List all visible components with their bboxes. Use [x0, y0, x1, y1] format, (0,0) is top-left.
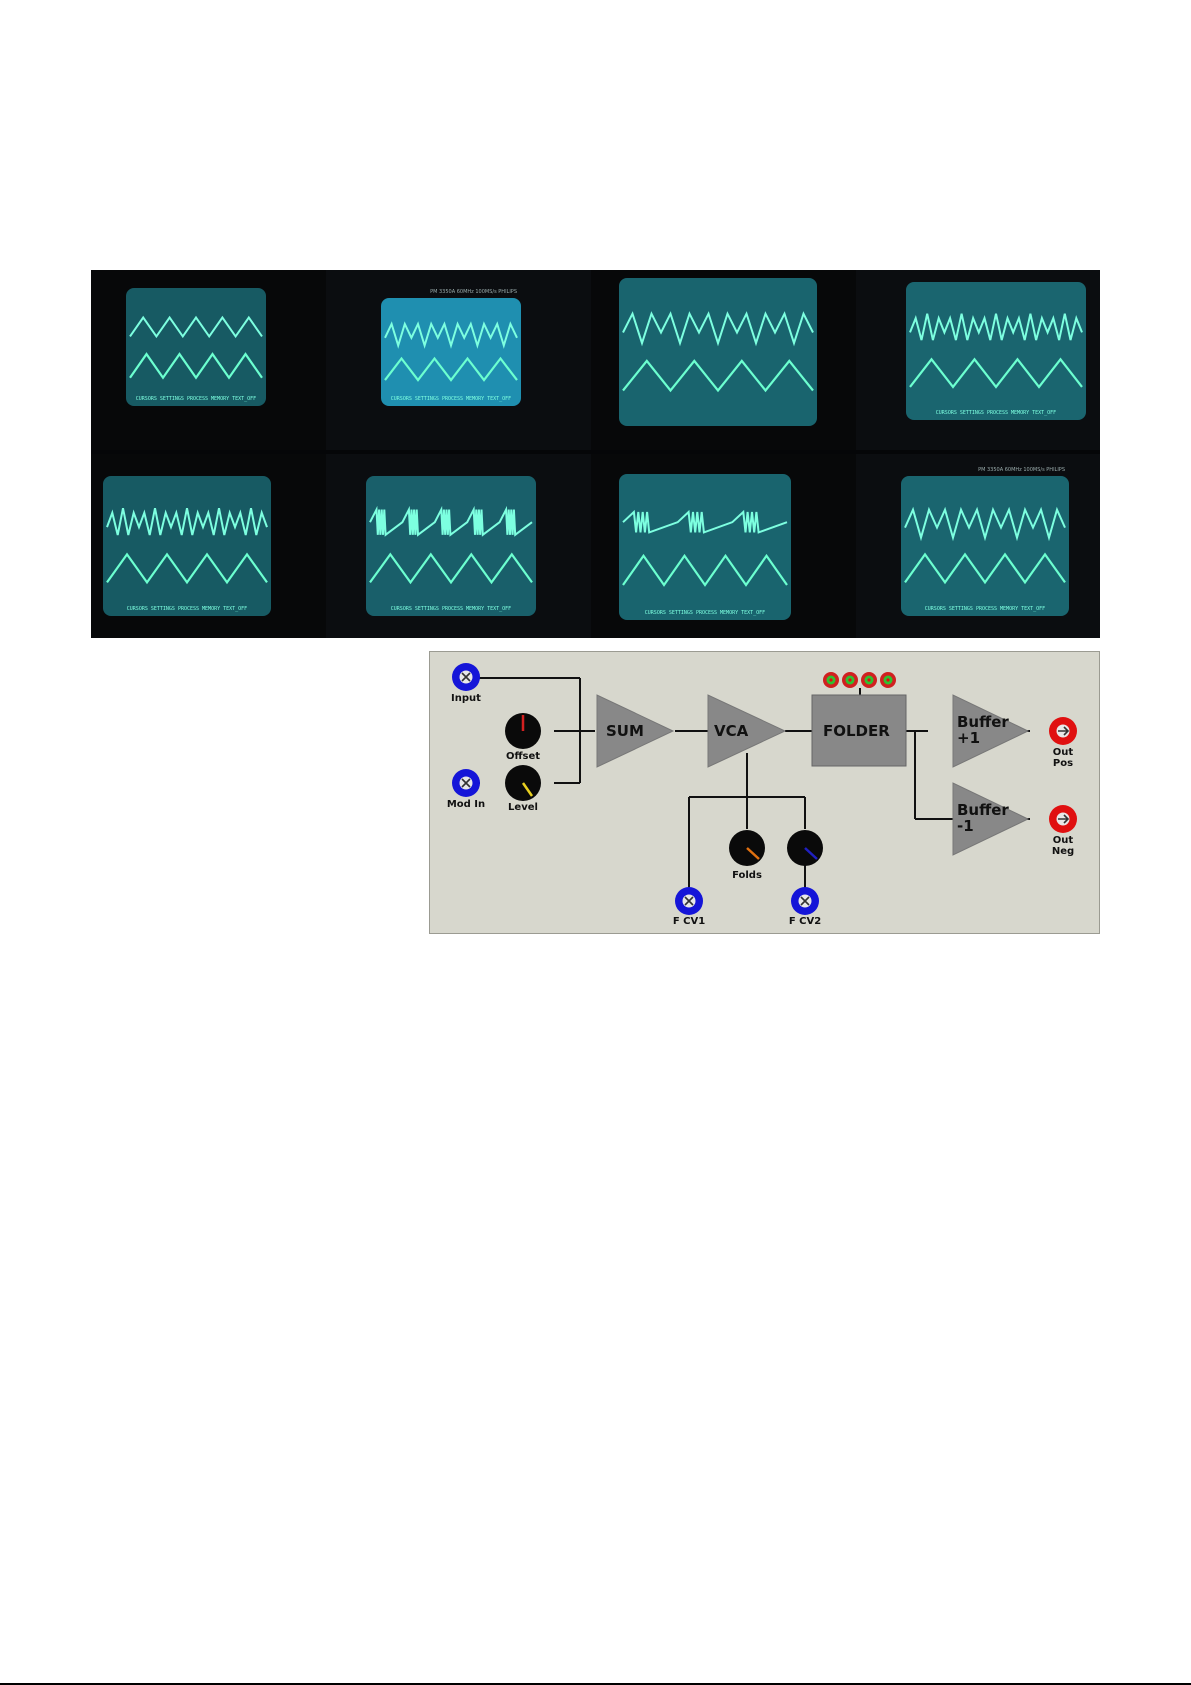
scope-photo [591, 270, 856, 450]
mod-in-label: Mod In [446, 799, 486, 810]
fold-led [823, 672, 839, 688]
fold-led [861, 672, 877, 688]
scope-top-trace [369, 505, 533, 537]
offset-label: Offset [505, 751, 541, 762]
scope-bottom-trace [106, 552, 268, 585]
scope-photo: CURSORS SETTINGS PROCESS MEMORY TEXT_OFF… [326, 270, 591, 450]
scope-screen: CURSORS SETTINGS PROCESS MEMORY TEXT_OFF… [856, 454, 1100, 638]
scope-softkey-labels: CURSORS SETTINGS PROCESS MEMORY TEXT_OFF [391, 606, 511, 612]
scope-softkey-labels: CURSORS SETTINGS PROCESS MEMORY TEXT_OFF [127, 606, 247, 612]
scope-photo: CURSORS SETTINGS PROCESS MEMORY TEXT_OFF [91, 270, 326, 450]
scope-bottom-trace [909, 357, 1083, 389]
f-cv2-jack[interactable] [791, 887, 819, 915]
buffer-pos-block-label: Buffer +1 [957, 714, 1009, 746]
buffer-neg-line2: -1 [957, 817, 974, 835]
scope-top-trace [384, 321, 518, 349]
diagram-canvas [452, 663, 1077, 915]
scope-screen: CURSORS SETTINGS PROCESS MEMORY TEXT_OFF [856, 270, 1100, 450]
out-pos-label-line2: Pos [1052, 758, 1074, 769]
scope-photo: CURSORS SETTINGS PROCESS MEMORY TEXT_OFF [591, 454, 856, 638]
scope-photo: CURSORS SETTINGS PROCESS MEMORY TEXT_OFF [91, 454, 326, 638]
scope-top-trace [106, 508, 268, 536]
f-cv1-jack[interactable] [675, 887, 703, 915]
scope-model-header: PM 3350A 60MHz 100MS/s PHILIPS [430, 289, 517, 295]
out-neg-label-line1: Out [1052, 835, 1074, 846]
scope-softkey-labels: CURSORS SETTINGS PROCESS MEMORY TEXT_OFF [925, 606, 1045, 612]
out-neg-jack[interactable] [1049, 805, 1077, 833]
out-pos-jack[interactable] [1049, 717, 1077, 745]
scope-softkey-labels: CURSORS SETTINGS PROCESS MEMORY TEXT_OFF [936, 410, 1056, 416]
folds-label: Folds [732, 870, 762, 881]
scope-screen: CURSORS SETTINGS PROCESS MEMORY TEXT_OFF [591, 454, 856, 638]
fold-leds [823, 672, 896, 688]
folder-block-label: FOLDER [823, 722, 890, 740]
scope-softkey-labels: CURSORS SETTINGS PROCESS MEMORY TEXT_OFF [136, 396, 256, 402]
f-cv2-attenuator-knob[interactable] [787, 830, 823, 866]
scope-top-trace [129, 315, 263, 339]
scope-screen: CURSORS SETTINGS PROCESS MEMORY TEXT_OFF… [326, 270, 591, 450]
buffer-neg-block [952, 782, 1030, 856]
input-label: Input [451, 693, 481, 704]
scope-bottom-trace [384, 356, 518, 382]
vca-block [707, 694, 787, 768]
scope-bottom-trace [904, 552, 1066, 585]
scope-softkey-labels: CURSORS SETTINGS PROCESS MEMORY TEXT_OFF [645, 610, 765, 616]
scope-softkey-labels: CURSORS SETTINGS PROCESS MEMORY TEXT_OFF [391, 396, 511, 402]
offset-knob[interactable] [505, 713, 541, 749]
fold-led [880, 672, 896, 688]
out-neg-label: Out Neg [1043, 835, 1083, 857]
scope-bottom-trace [369, 552, 533, 585]
scope-model-header: PM 3350A 60MHz 100MS/s PHILIPS [978, 467, 1065, 473]
buffer-pos-block [952, 694, 1030, 768]
folds-knob[interactable] [729, 830, 765, 866]
level-label: Level [508, 802, 538, 813]
out-neg-label-line2: Neg [1051, 846, 1075, 857]
scope-top-trace [909, 313, 1083, 341]
sum-block-label: SUM [606, 722, 644, 740]
wavefolder-block-diagram: Input Mod In Offset Level Folds F CV1 F … [429, 651, 1100, 934]
scope-bottom-trace [129, 352, 263, 380]
sum-block [596, 694, 675, 768]
scope-top-trace [904, 506, 1066, 542]
scope-screen [591, 270, 856, 450]
scope-photo: CURSORS SETTINGS PROCESS MEMORY TEXT_OFF… [856, 454, 1100, 638]
scope-photo: CURSORS SETTINGS PROCESS MEMORY TEXT_OFF [326, 454, 591, 638]
scope-bottom-trace [622, 553, 788, 587]
f-cv1-label: F CV1 [672, 916, 706, 927]
input-jack[interactable] [452, 663, 480, 691]
buffer-pos-line2: +1 [957, 729, 981, 747]
scope-screen: CURSORS SETTINGS PROCESS MEMORY TEXT_OFF [326, 454, 591, 638]
buffer-neg-line1: Buffer [957, 801, 1009, 819]
level-knob[interactable] [505, 765, 541, 801]
buffer-pos-line1: Buffer [957, 713, 1009, 731]
page-bottom-rule [0, 1683, 1191, 1685]
oscilloscope-collage: CURSORS SETTINGS PROCESS MEMORY TEXT_OFF… [91, 270, 1100, 638]
out-pos-label: Out Pos [1043, 747, 1083, 769]
folder-block [811, 694, 907, 767]
scope-photo: CURSORS SETTINGS PROCESS MEMORY TEXT_OFF [856, 270, 1100, 450]
scope-bottom-trace [622, 359, 814, 393]
scope-screen: CURSORS SETTINGS PROCESS MEMORY TEXT_OFF [91, 270, 326, 450]
buffer-neg-block-label: Buffer -1 [957, 802, 1009, 834]
vca-block-label: VCA [714, 722, 749, 740]
f-cv2-label: F CV2 [788, 916, 822, 927]
scope-top-trace [622, 311, 814, 347]
fold-led [842, 672, 858, 688]
mod-in-jack[interactable] [452, 769, 480, 797]
scope-top-trace [622, 509, 788, 534]
scope-screen: CURSORS SETTINGS PROCESS MEMORY TEXT_OFF [91, 454, 326, 638]
out-pos-label-line1: Out [1052, 747, 1074, 758]
